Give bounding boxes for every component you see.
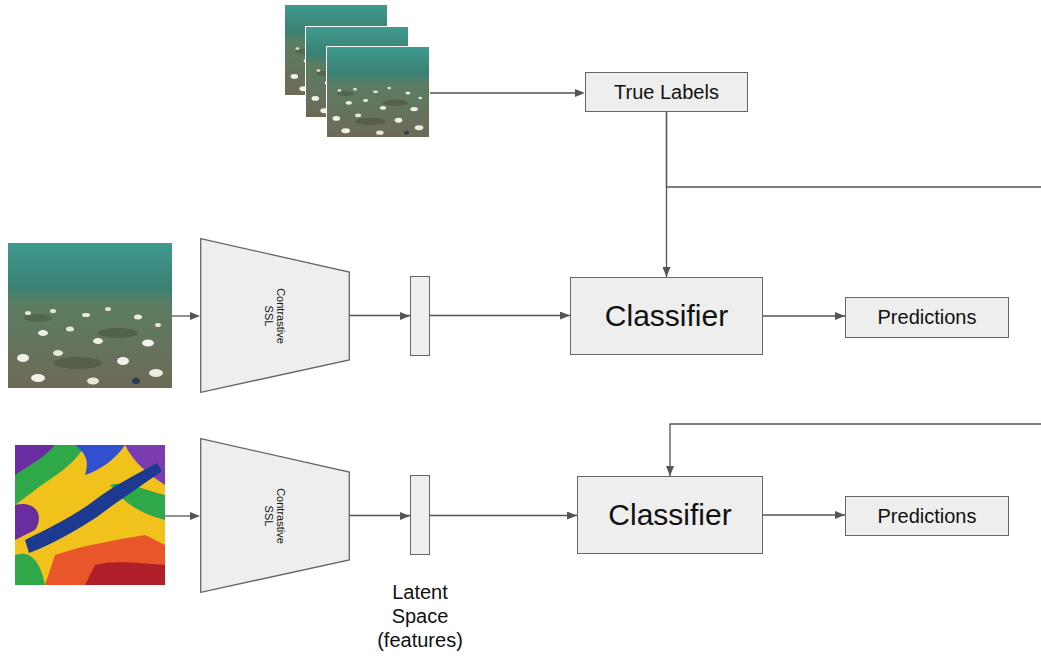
latent-vector (410, 475, 430, 555)
encoder-trapezoid: Contrastive SSL (200, 438, 350, 593)
box-label: True Labels (614, 81, 719, 104)
trapezoid-shape (201, 439, 350, 593)
output-box: Predictions (845, 297, 1009, 338)
arrow-connector (763, 315, 845, 316)
classifier-box: Classifier (570, 277, 763, 355)
arrow-connector (350, 315, 570, 316)
box-label: Classifier (608, 498, 731, 532)
classifier-box: Classifier (577, 476, 763, 554)
box-label: Predictions (878, 505, 977, 528)
label-box: True Labels (585, 72, 748, 112)
encoder-trapezoid: Contrastive SSL (200, 238, 350, 393)
heatmap-image (15, 445, 165, 585)
encoder-label: Contrastive SSL (263, 480, 287, 552)
output-box: Predictions (845, 496, 1009, 536)
underwater-image (327, 47, 429, 137)
arrow-connector (350, 515, 577, 516)
latent-vector (410, 276, 430, 356)
trapezoid-shape (201, 239, 350, 393)
underwater-image (8, 243, 172, 388)
encoder-label: Contrastive SSL (263, 280, 287, 352)
axis-caption: Latent Space (features) (366, 580, 474, 652)
box-label: Predictions (878, 306, 977, 329)
box-label: Classifier (605, 299, 728, 333)
arrow-connector (763, 514, 845, 515)
